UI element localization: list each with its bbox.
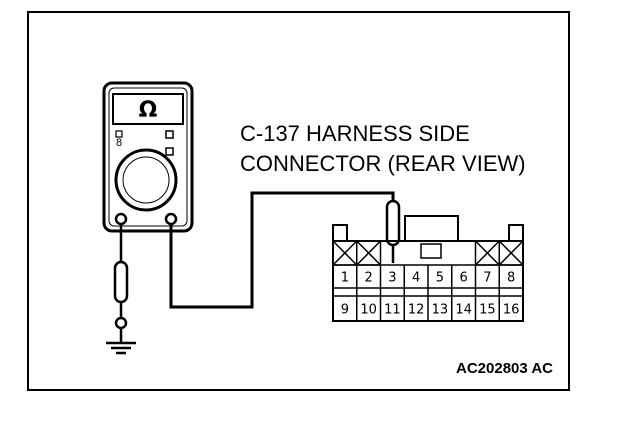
plugged-cavity-mark [356, 240, 382, 266]
signal-probe-handle [385, 199, 401, 247]
pin-label-top: 3 [388, 271, 396, 286]
plugged-cavity-mark [332, 240, 358, 266]
pin-label-top: 6 [459, 271, 467, 286]
mode-marker: 8 [116, 137, 122, 149]
mode-square-1 [165, 130, 174, 139]
connector-lock-frame [404, 215, 459, 241]
ohm-symbol: Ω [139, 98, 158, 123]
pin-label-bottom: 13 [432, 303, 449, 318]
connector-left-tab [332, 224, 348, 242]
ground-probe [106, 224, 136, 355]
range-dial-inner [122, 156, 170, 204]
connector-title-line2: CONNECTOR (REAR VIEW) [240, 151, 526, 176]
connector-title-line1: C-137 HARNESS SIDE [240, 121, 470, 146]
range-dial [114, 148, 178, 212]
pin-label-bottom: 14 [455, 303, 472, 318]
pin-label-top: 7 [483, 271, 491, 286]
pin-label-bottom: 9 [341, 303, 349, 318]
signal-probe [385, 199, 401, 263]
connector-lock-window [420, 243, 442, 259]
plugged-cavity [356, 240, 382, 266]
pin-label-top: 4 [412, 271, 420, 286]
pin-label-top: 2 [364, 271, 372, 286]
com-jack [114, 212, 128, 226]
mode-square-2 [165, 147, 174, 156]
figure-frame [27, 11, 570, 391]
plugged-cavity [498, 240, 524, 266]
pin-label-top: 5 [436, 271, 444, 286]
ground-probe-handle [113, 260, 129, 304]
v-ohm-jack [164, 212, 178, 226]
multimeter-display [112, 93, 184, 125]
pin-label-top: 1 [341, 271, 349, 286]
ground-clip [114, 316, 128, 330]
plugged-cavity-mark [474, 240, 500, 266]
figure-code: AC202803 AC [456, 360, 553, 377]
connector-right-tab [508, 224, 524, 242]
pin-label-bottom: 12 [408, 303, 425, 318]
multimeter-inner-outline [108, 87, 188, 227]
pin-label-top: 8 [507, 271, 515, 286]
multimeter: Ω 8 [102, 81, 194, 233]
pin-label-bottom: 16 [503, 303, 520, 318]
pin-label-bottom: 11 [384, 303, 401, 318]
plugged-cavity-mark [498, 240, 524, 266]
signal-lead-wire [169, 191, 395, 309]
pin-label-bottom: 10 [360, 303, 377, 318]
mode-square-3 [115, 130, 123, 138]
pin-label-bottom: 15 [479, 303, 496, 318]
